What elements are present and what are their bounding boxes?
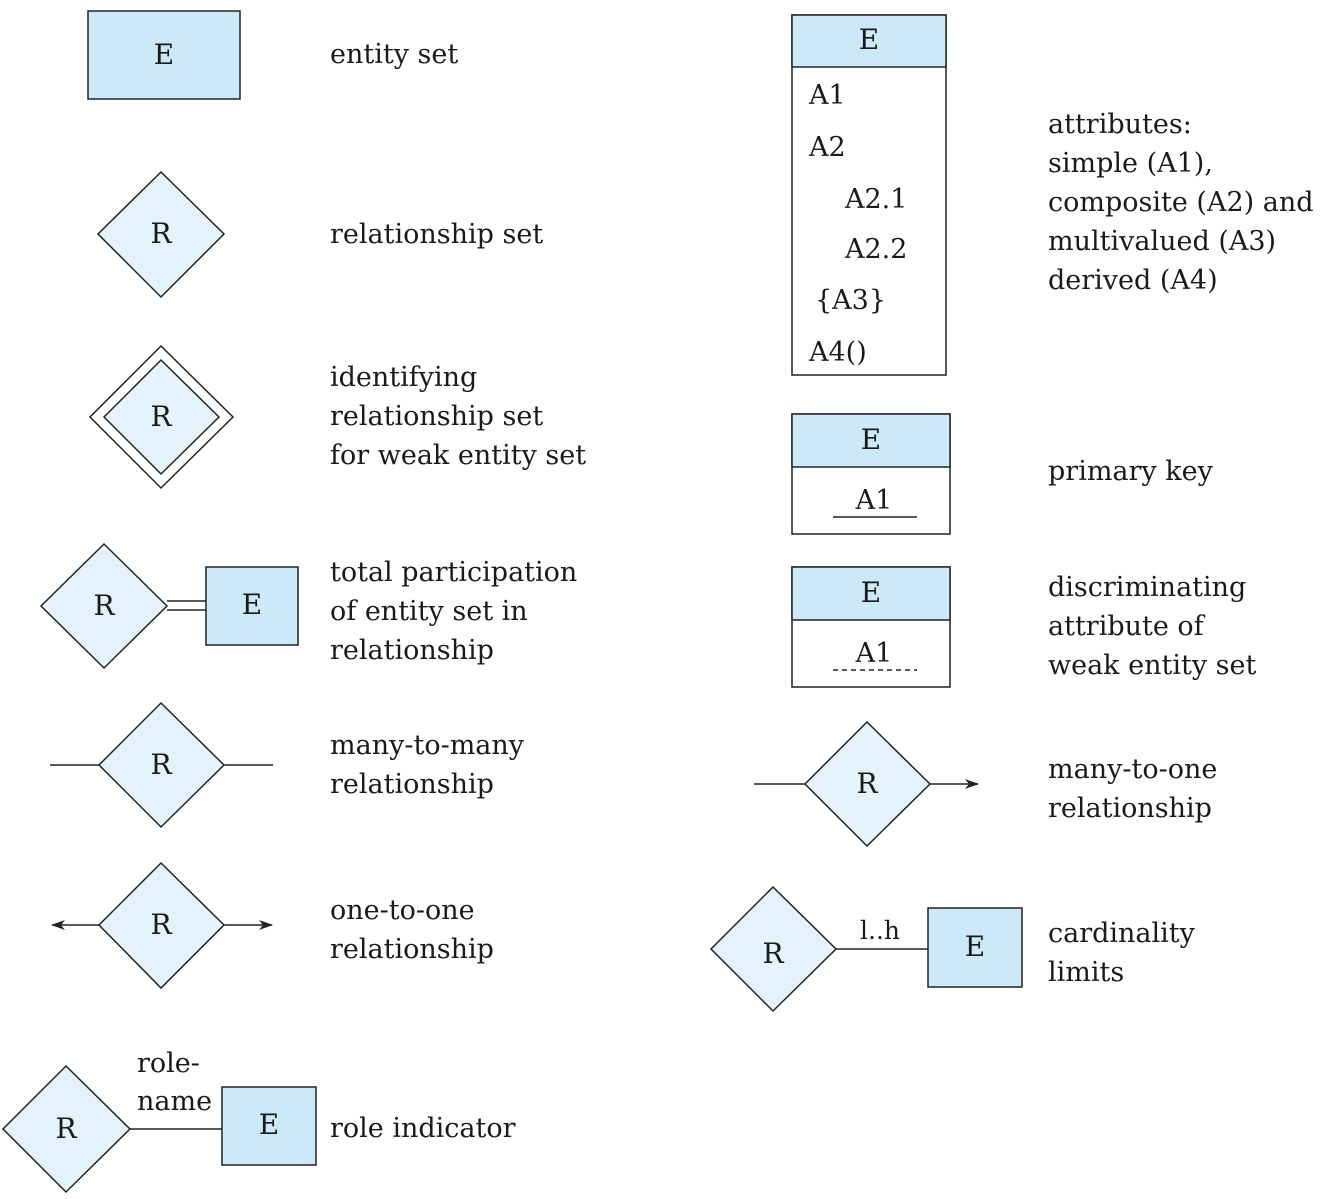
attributes-symbol: E A1 A2 A2.1 A2.2 {A3} A4() — [791, 14, 947, 376]
primary-key-symbol: E A1 — [791, 413, 951, 535]
svg-text:A1: A1 — [808, 80, 846, 111]
attributes-label: attributes:simple (A1),composite (A2) an… — [1048, 109, 1314, 296]
svg-text:E: E — [242, 588, 262, 621]
svg-text:R: R — [150, 908, 172, 941]
svg-text:A2.1: A2.1 — [844, 184, 907, 215]
svg-text:A1: A1 — [855, 485, 893, 516]
cardinality-limits-symbol: R l..h E — [709, 885, 1023, 1013]
svg-text:E: E — [861, 423, 881, 456]
role-name-label: role-name — [137, 1048, 212, 1117]
role-indicator-label: role indicator — [330, 1113, 516, 1144]
total-participation-symbol: R E — [39, 542, 299, 670]
svg-text:{A3}: {A3} — [815, 285, 886, 316]
many-to-one-symbol: R — [754, 720, 979, 848]
relationship-set-label: relationship set — [330, 219, 543, 250]
svg-text:A2: A2 — [808, 132, 846, 163]
svg-text:R: R — [93, 589, 115, 622]
many-to-many-symbol: R — [50, 701, 273, 829]
svg-text:R: R — [856, 767, 878, 800]
svg-text:E: E — [861, 576, 881, 609]
svg-text:E: E — [154, 38, 174, 71]
discriminating-attribute-symbol: E A1 — [791, 566, 951, 688]
svg-text:A4(): A4() — [808, 337, 867, 368]
cardinality-range-label: l..h — [860, 916, 900, 945]
svg-text:R: R — [762, 937, 784, 970]
svg-text:R: R — [150, 400, 172, 433]
identifying-relationship-symbol: R — [88, 344, 235, 490]
entity-set-symbol: E — [87, 10, 241, 100]
svg-text:E: E — [259, 1108, 279, 1141]
entity-set-label: entity set — [330, 39, 458, 70]
one-to-one-symbol: R — [51, 861, 273, 990]
svg-text:A2.2: A2.2 — [844, 234, 907, 265]
svg-text:R: R — [150, 217, 172, 250]
svg-text:E: E — [965, 930, 985, 963]
relationship-set-symbol: R — [96, 170, 226, 299]
primary-key-label: primary key — [1048, 456, 1214, 487]
svg-text:R: R — [55, 1112, 77, 1145]
role-indicator-symbol: R E — [1, 1064, 317, 1194]
svg-text:A1: A1 — [855, 638, 893, 669]
svg-text:R: R — [150, 748, 172, 781]
svg-text:E: E — [859, 23, 879, 56]
